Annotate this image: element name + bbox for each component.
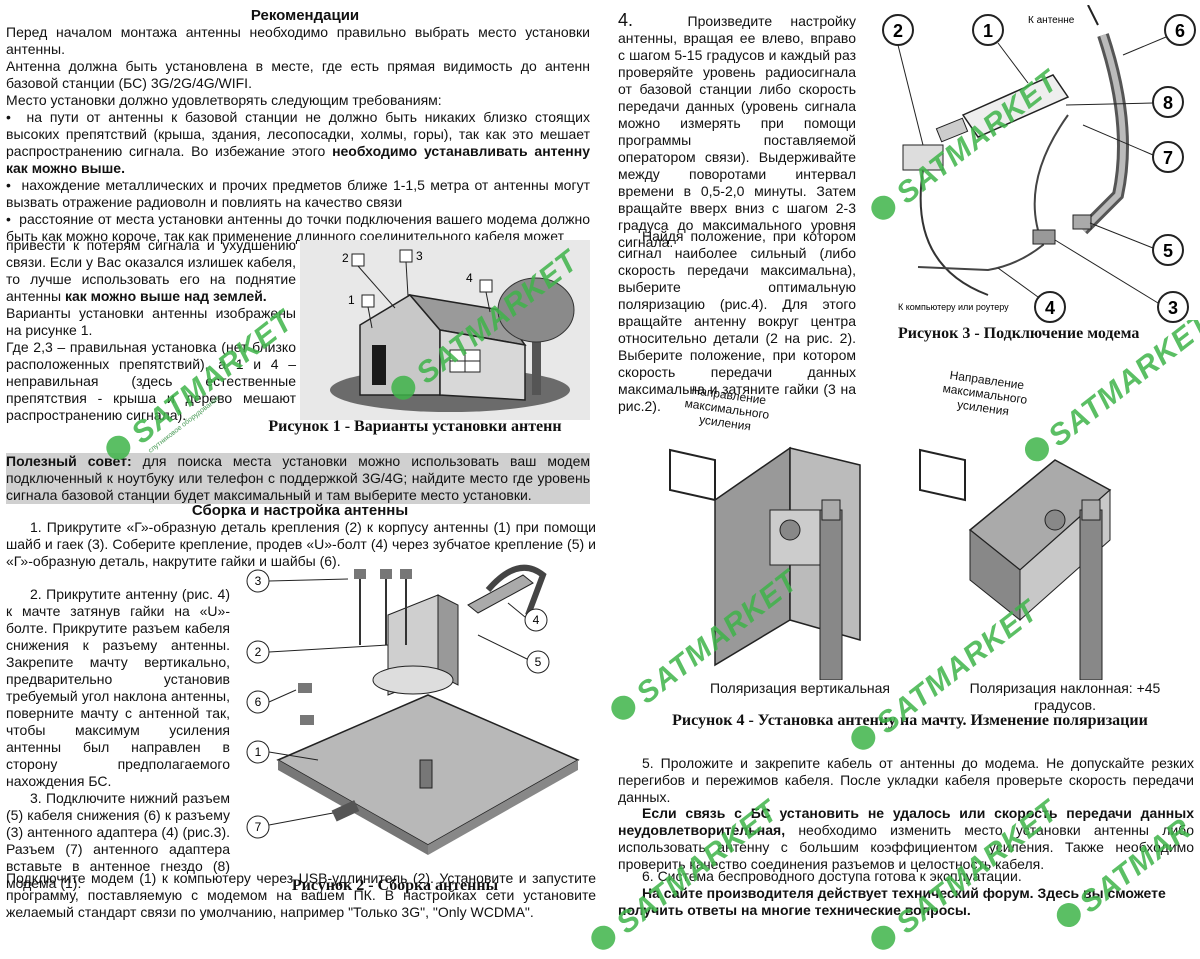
fig2-label-6: 6 [255,695,262,709]
assembly-step-1: 1. Прикрутите «Г»-образную деталь крепле… [6,519,596,569]
nut-2 [380,569,392,579]
antenna-4 [479,279,493,293]
step-5-text: 5. Проложите и закрепите кабель от антен… [618,755,1194,805]
fig1-label-2: 2 [342,251,349,265]
assembly-step-3: 3. Подключите нижний разъем (5) кабеля с… [6,790,230,891]
fig3-label-4: 4 [1045,298,1055,318]
recommendations-text: Перед началом монтажа антенны необходимо… [6,24,590,245]
teeth-mount [467,574,534,614]
rec-continue-2: Варианты установки антенны изображены на… [6,305,296,338]
fig2-label-4: 4 [533,613,540,627]
bracket-disc [372,665,454,695]
antenna-cable [1078,33,1129,235]
direction-arrow-left [669,448,716,502]
figure-2-assembly-illustration: 3 4 2 5 6 1 7 [246,564,580,855]
fig2-label-1: 1 [255,745,262,759]
figure-4-caption: Рисунок 4 - Установка антенну на мачту. … [672,712,1148,729]
fig3-label-3: 3 [1168,298,1178,318]
step-6-text: 6. Система беспроводного доступа готова … [642,868,1022,884]
usb-extender [902,144,944,171]
connector-3 [1032,229,1056,245]
fig4-direction-right: Направление максимального усиления [941,367,1029,419]
assembly-step-4: Подключите модем (1) к компьютеру через … [6,870,596,920]
rec-bullet-1: • на пути от антенны к базовой станции н… [6,109,590,176]
mast-slant [1079,509,1103,680]
assembly-steps-column: 2. Прикрутите антенну (рис. 4) к мачте з… [6,586,230,892]
rec-paragraph-3: Место установки должно удовлетворять сле… [6,92,442,108]
adjust-polarization-text: Найдя положение, при котором сигнал наиб… [618,228,856,414]
to-computer-label: К компьютеру или роутеру [898,302,1009,312]
bracket-vertical [769,509,826,566]
fig3-label-6: 6 [1175,21,1185,41]
rec-continue-3: Где 2,3 – правильная установка (нет близ… [6,339,296,423]
figure-1-house-illustration: 1 2 3 4 [300,240,590,420]
failure-advice: Если связь с БС установить не удалось ил… [618,805,1194,872]
fig3-label-2: 2 [893,21,903,41]
fig3-label-7: 7 [1163,148,1173,168]
fig2-label-3: 3 [255,574,262,588]
antenna-3 [399,249,413,263]
direction-arrow-right [919,448,966,502]
usb-cable [919,169,989,296]
fig2-label-2: 2 [255,645,262,659]
figure-1-caption: Рисунок 1 - Варианты установки антенн [268,418,562,435]
polarization-vertical-label: Поляризация вертикальная [710,680,890,696]
fig3-label-8: 8 [1163,93,1173,113]
plate-slot [331,800,360,822]
rec-paragraph-2: Антенна должна быть установлена в месте,… [6,58,590,91]
rec-bullet-2: • нахождение металлических и прочих пред… [6,177,590,210]
fig1-label-1: 1 [348,293,355,307]
useful-tip: Полезный совет: для поиска места установ… [6,453,590,504]
nut-3 [400,569,412,579]
fig1-label-4: 4 [466,271,473,285]
fig3-label-1: 1 [983,21,993,41]
connector-5 [1072,214,1092,230]
washer-1 [298,683,312,693]
u-bolt [485,564,547,617]
tree-trunk [532,335,541,395]
washer-2 [300,715,314,725]
figure-3-modem-connection: К антенне К компьютеру или роутеру 2 1 6… [882,5,1196,323]
figure-2-caption: Рисунок 2 - Сборка антенны [291,877,499,894]
step-4-number: 4. [618,10,634,30]
recommendations-continued: привести к потерям сигнала и ухудшению с… [6,237,296,424]
rec-paragraph-1: Перед началом монтажа антенны необходимо… [6,24,590,57]
fig2-label-7: 7 [255,820,262,834]
adjust-step-4: 4. Произведите настройку антенны, вращая… [618,10,856,250]
usb-plug [935,117,969,143]
polarization-slant-label: Поляризация наклонная: +45 градусов. [969,680,1161,713]
antenna-1 [361,294,375,308]
fig3-label-5: 5 [1163,241,1173,261]
antenna-2 [351,253,365,267]
usb-modem [961,74,1070,138]
mast-vertical [819,509,843,680]
fig2-label-5: 5 [535,655,542,669]
recommendations-title: Рекомендации [250,7,360,24]
assembly-title: Сборка и настройка антенны [191,502,409,519]
bracket-slant [1044,509,1066,531]
figure-3-caption: Рисунок 3 - Подключение модема [898,325,1140,342]
nut-1 [354,569,366,579]
forum-notice: На сайте производителя действует техниче… [618,885,1166,918]
figure-4-polarization-illustration [669,446,1112,680]
fig1-label-3: 3 [416,249,423,263]
assembly-step-2: 2. Прикрутите антенну (рис. 4) к мачте з… [6,586,230,789]
rec-continue-1: привести к потерям сигнала и ухудшению с… [6,237,296,304]
tree-crown [497,277,575,343]
house-side [439,329,526,401]
antenna-connector [419,759,433,789]
to-antenna-label: К антенне [1028,15,1075,26]
house-door [372,345,386,385]
